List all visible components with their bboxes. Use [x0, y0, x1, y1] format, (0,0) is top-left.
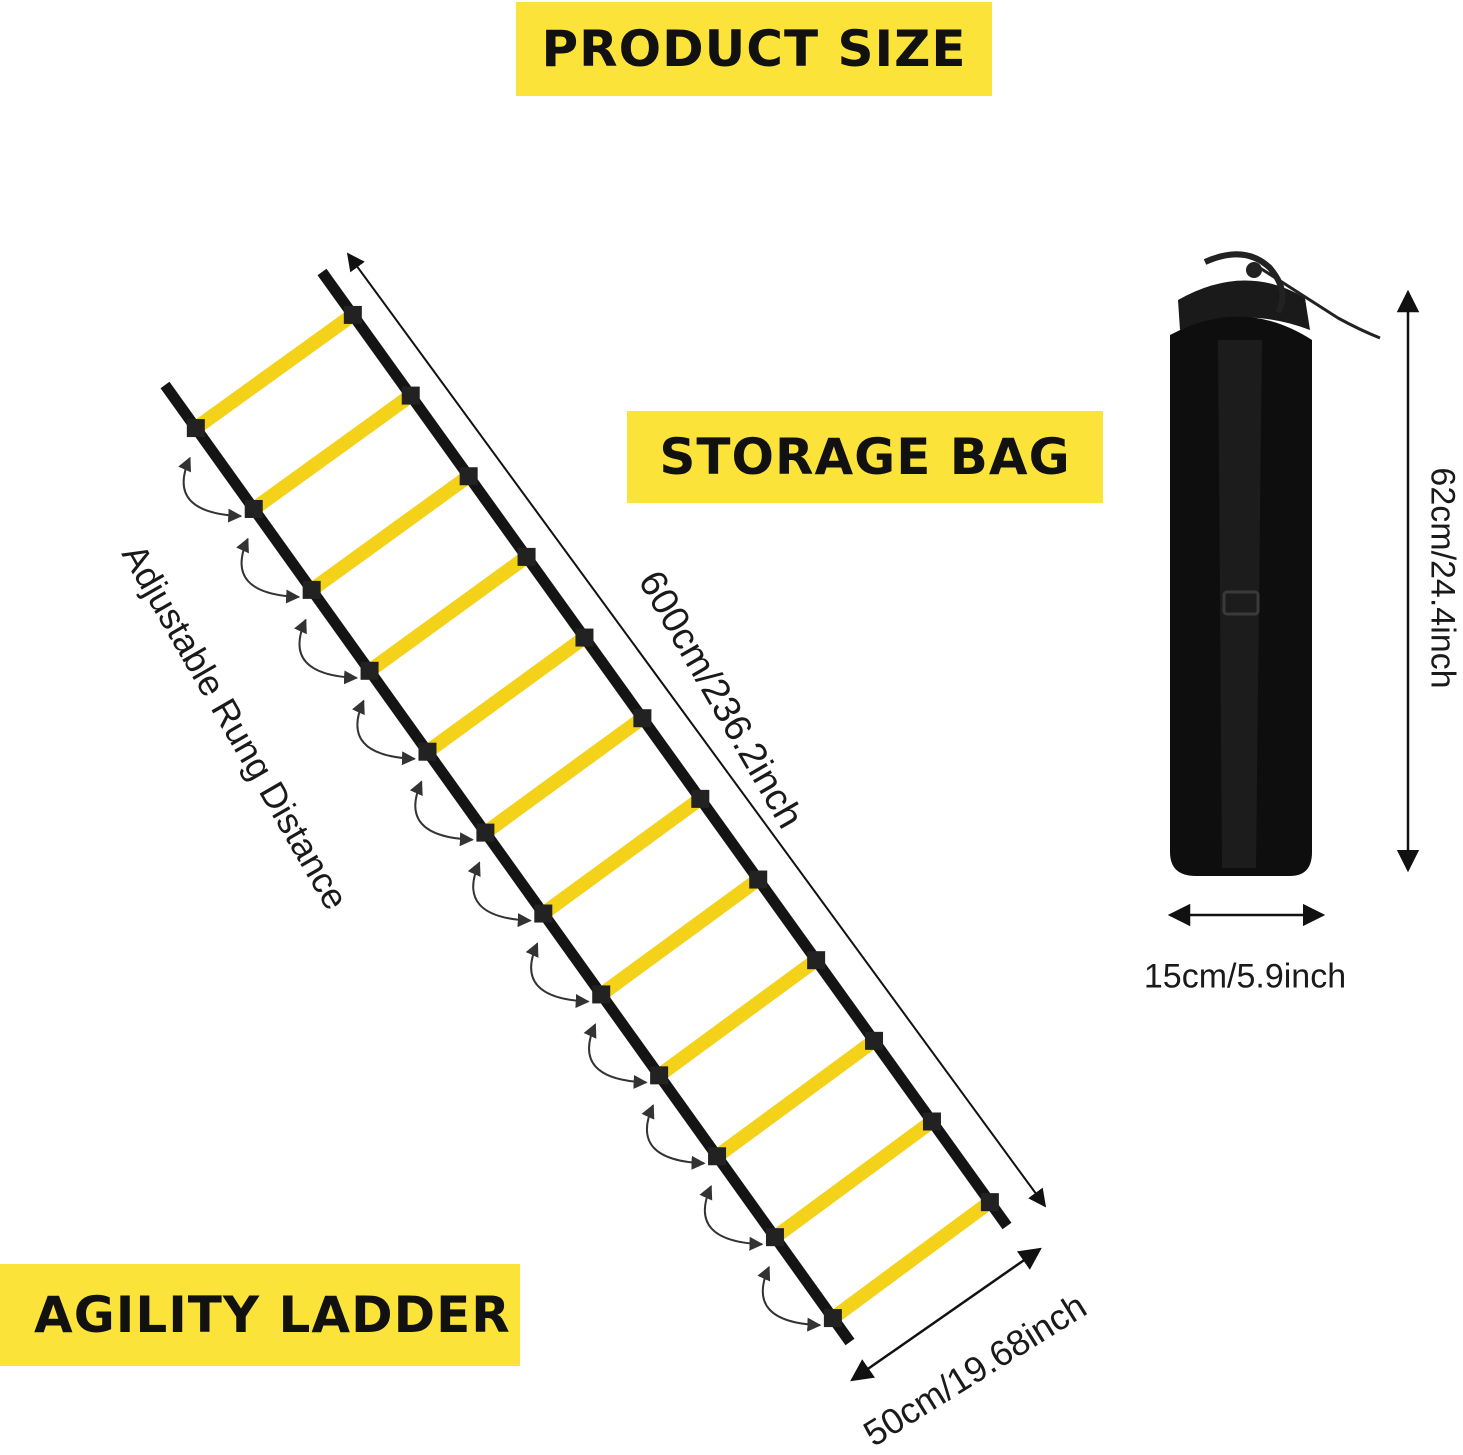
curved-arrow-icon	[294, 618, 359, 685]
rung-clip	[575, 628, 594, 647]
rung-clip	[980, 1193, 999, 1212]
curved-arrow-icon	[409, 780, 474, 847]
rung-clip	[186, 419, 205, 438]
ladder-rung	[249, 389, 415, 515]
rung-clip	[708, 1147, 727, 1166]
curved-arrow-icon	[757, 1265, 822, 1332]
bag-width-label: 15cm/5.9inch	[1143, 957, 1347, 996]
ladder-rung	[539, 793, 705, 920]
rung-clip	[865, 1031, 884, 1050]
bag-height-label: 62cm/24.4inch	[1423, 467, 1462, 689]
curved-arrow-icon	[236, 537, 301, 604]
rung-clip	[749, 870, 768, 889]
product-size-title: PRODUCT SIZE	[541, 20, 967, 78]
rung-clip	[765, 1228, 784, 1247]
storage-bag-title: STORAGE BAG	[659, 428, 1071, 486]
rung-clip	[650, 1066, 669, 1085]
ladder-rung	[654, 954, 821, 1081]
ladder-rung	[307, 470, 473, 596]
curved-arrow-icon	[178, 456, 243, 523]
rung-clip	[476, 823, 495, 842]
ladder-rung	[365, 551, 531, 677]
product-size-banner: PRODUCT SIZE	[516, 2, 992, 96]
curved-arrow-icon	[467, 861, 532, 928]
agility-ladder-title: AGILITY LADDER	[34, 1286, 511, 1344]
curved-arrow-icon	[699, 1184, 764, 1251]
rung-clip	[823, 1309, 842, 1328]
ladder-rung	[770, 1115, 937, 1243]
rung-clip	[360, 661, 379, 680]
rung-clip	[517, 547, 536, 566]
rung-clip	[343, 305, 362, 324]
rung-clip	[633, 709, 652, 728]
ladder-rung	[597, 873, 763, 1001]
rung-clip	[592, 985, 611, 1004]
curved-arrow-icon	[641, 1104, 706, 1170]
ladder-rung	[481, 712, 647, 839]
ladder-rung	[423, 631, 589, 758]
rung-clip	[302, 580, 321, 599]
rung-clip	[691, 789, 710, 808]
rung-clip	[922, 1112, 941, 1131]
rung-clip	[244, 499, 263, 518]
curved-arrow-icon	[583, 1023, 648, 1089]
rung-clip	[459, 467, 478, 486]
curved-arrow-icon	[525, 942, 590, 1009]
storage-bag-icon	[1170, 251, 1381, 877]
agility-ladder-banner: AGILITY LADDER	[0, 1264, 520, 1366]
rung-clip	[534, 904, 553, 923]
rung-clip	[418, 742, 437, 761]
rung-clip	[401, 386, 420, 405]
curved-arrow-icon	[351, 699, 416, 766]
storage-bag-banner: STORAGE BAG	[627, 411, 1103, 503]
ladder-rung	[712, 1035, 879, 1162]
rung-distance-arrows	[178, 456, 822, 1332]
rung-clip	[807, 951, 826, 970]
width-dimension-arrow	[850, 1247, 1042, 1382]
length-dimension-arrow	[346, 252, 1047, 1208]
ladder-rung	[191, 309, 357, 434]
